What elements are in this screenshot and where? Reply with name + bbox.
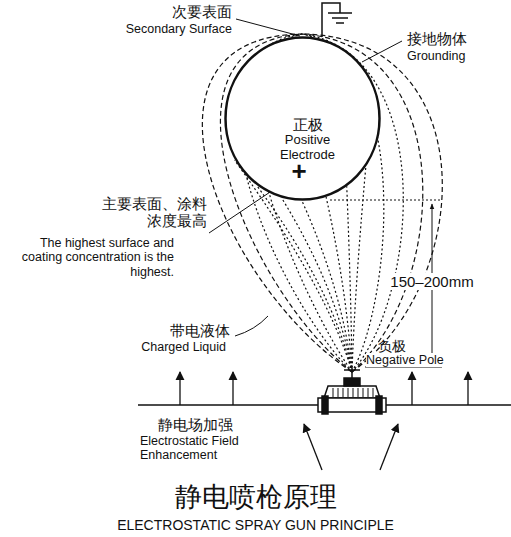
callout-cn: 接地物体	[407, 30, 507, 47]
callout-en: Charged Liquid	[100, 340, 226, 354]
gun-fin	[353, 388, 354, 397]
field-arrows	[138, 372, 511, 470]
electrode-label: 正极	[278, 116, 338, 133]
gun-fin	[358, 388, 359, 397]
callout-cn: 次要表面	[120, 3, 232, 20]
gun-fin	[338, 388, 339, 397]
leader-lines	[209, 19, 402, 336]
dimension-label: 150–200mm	[387, 273, 476, 290]
callout-en: Grounding	[407, 49, 507, 63]
callout-en: Secondary Surface	[70, 22, 232, 36]
gun-fin	[363, 388, 364, 397]
callout-en: Electrostatic Field Enhancement	[140, 434, 270, 463]
gun-fin	[343, 388, 344, 397]
field-line	[257, 186, 352, 372]
gun-fin	[333, 388, 334, 397]
polarity-sign: +	[287, 157, 311, 187]
ground-symbol	[322, 3, 352, 37]
callout-cn: 静电场加强	[158, 416, 268, 433]
gun-fin	[373, 388, 374, 397]
gun-fin	[368, 388, 369, 397]
callout-cn: 带电液体	[130, 322, 230, 339]
field-line	[347, 186, 352, 372]
callout-cn: 主要表面、涂料 浓度最高	[95, 195, 207, 230]
diagram-caption: ELECTROSTATIC SPRAY GUN PRINCIPLE	[0, 517, 511, 533]
gun-fin	[348, 388, 349, 397]
spray-gun	[318, 368, 386, 414]
electrode-label: Positive Electrode	[268, 133, 348, 163]
field-line	[302, 201, 352, 372]
callout-en: The highest surface and coating concentr…	[2, 236, 174, 279]
diagram-title: 静电喷枪原理	[0, 482, 511, 513]
pole-label: 负极	[378, 338, 438, 354]
field-line	[352, 166, 366, 372]
field-lines	[202, 34, 442, 372]
gun-fins	[333, 388, 373, 397]
field-line	[282, 198, 352, 372]
pole-label: Negative Pole	[366, 353, 444, 367]
